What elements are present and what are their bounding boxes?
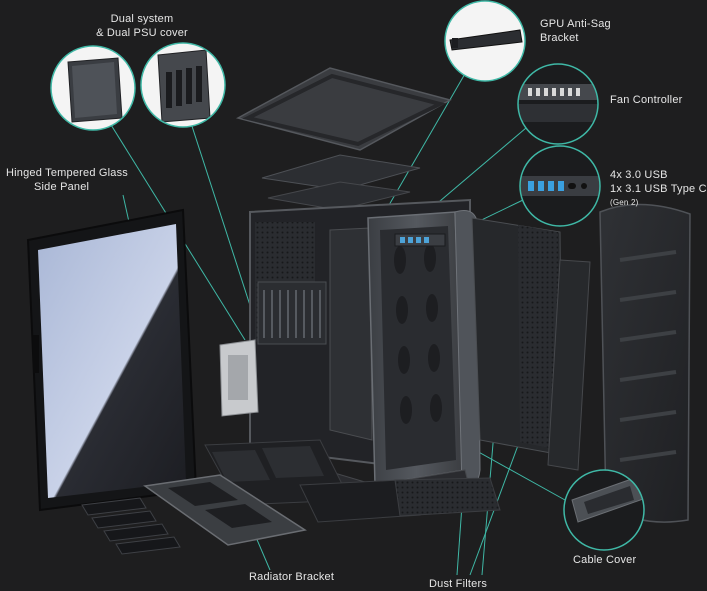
label-dual-system-line2: & Dual PSU cover: [96, 27, 188, 39]
label-gpu-bracket: GPU Anti-Sag Bracket: [540, 17, 611, 45]
detail-psu-cover: [50, 45, 136, 131]
label-cable-cover: Cable Cover: [573, 554, 637, 566]
label-glass-panel-line1: Hinged Tempered Glass: [6, 167, 129, 179]
label-gpu-bracket-line1: GPU Anti-Sag: [540, 18, 611, 30]
label-dual-system-line1: Dual system: [110, 13, 174, 25]
tempered-glass-panel: [26, 208, 198, 512]
detail-fan-controller: [517, 63, 599, 145]
detail-cable-cover: [563, 469, 645, 551]
label-usb: 4x 3.0 USB 1x 3.1 USB Type C (Gen 2): [610, 168, 707, 210]
label-fan-controller: Fan Controller: [610, 94, 683, 106]
dust-filters: [204, 439, 501, 523]
case-chassis: [219, 198, 481, 506]
radiator-bracket: [143, 474, 307, 546]
detail-usb-ports: [519, 145, 601, 227]
label-radiator-bracket: Radiator Bracket: [249, 571, 335, 583]
label-glass-panel-line2: Side Panel: [34, 181, 90, 193]
label-usb-line2: 1x 3.1 USB Type C: [610, 183, 707, 195]
label-gpu-bracket-line2: Bracket: [540, 32, 579, 44]
label-glass-panel: Hinged Tempered Glass Side Panel: [6, 166, 128, 194]
label-dual-system: Dual system & Dual PSU cover: [82, 12, 202, 40]
label-usb-line1: 4x 3.0 USB: [610, 169, 668, 181]
label-usb-line3: (Gen 2): [610, 198, 639, 207]
cable-cover-panel: [547, 203, 691, 523]
label-dust-filters: Dust Filters: [429, 578, 488, 590]
rear-panel: [471, 217, 563, 456]
detail-dual-system: [140, 42, 226, 128]
fan-brackets: [81, 497, 181, 555]
detail-gpu-bracket: [444, 0, 526, 82]
top-panel: [235, 67, 452, 211]
